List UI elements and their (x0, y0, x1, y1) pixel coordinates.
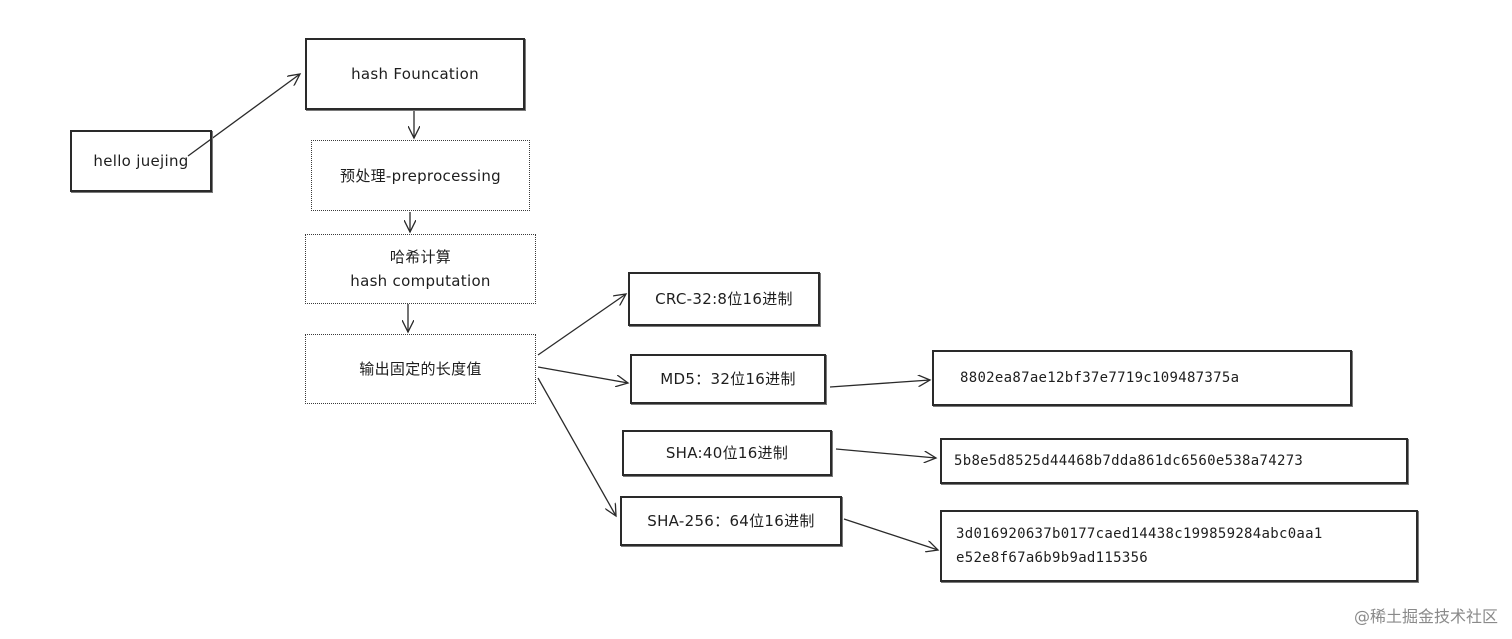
input-node: hello juejing (70, 130, 212, 192)
sha256-value-node: 3d016920637b0177caed14438c199859284abc0a… (940, 510, 1418, 582)
sha256-value-line1: 3d016920637b0177caed14438c199859284abc0a… (956, 526, 1323, 542)
arrow-output-to-sha256 (537, 377, 616, 516)
sha256-node: SHA-256：64位16进制 (620, 496, 842, 546)
sha256-value-line2: e52e8f67a6b9b9ad115356 (956, 550, 1149, 566)
md5-value: 8802ea87ae12bf37e7719c109487375a (960, 370, 1240, 386)
hash-function-label: hash Founcation (351, 65, 479, 83)
arrow-sha-to-value (835, 448, 936, 458)
md5-node: MD5：32位16进制 (630, 354, 826, 404)
md5-label: MD5：32位16进制 (660, 370, 796, 388)
md5-value-node: 8802ea87ae12bf37e7719c109487375a (932, 350, 1352, 406)
hash-computation-node: 哈希计算 hash computation (305, 234, 536, 304)
crc32-label: CRC-32:8位16进制 (655, 290, 793, 308)
hash-computation-label-en: hash computation (350, 272, 491, 290)
hash-computation-label-zh: 哈希计算 (389, 248, 452, 266)
sha-node: SHA:40位16进制 (622, 430, 832, 476)
sha256-label: SHA-256：64位16进制 (647, 512, 815, 530)
preprocessing-node: 预处理-preprocessing (311, 140, 530, 211)
preprocessing-label: 预处理-preprocessing (340, 166, 501, 185)
arrow-output-to-crc32 (537, 294, 626, 356)
sha-value-node: 5b8e5d8525d44468b7dda861dc6560e538a74273 (940, 438, 1408, 484)
arrow-md5-to-value (829, 380, 930, 388)
sha-value: 5b8e5d8525d44468b7dda861dc6560e538a74273 (954, 453, 1304, 469)
output-node: 输出固定的长度值 (305, 334, 536, 404)
arrow-output-to-md5 (537, 366, 628, 383)
crc32-node: CRC-32:8位16进制 (628, 272, 820, 326)
arrow-sha256-to-value (843, 518, 938, 550)
output-label: 输出固定的长度值 (359, 360, 482, 378)
sha-label: SHA:40位16进制 (665, 444, 789, 462)
watermark: @稀土掘金技术社区 (1353, 607, 1498, 626)
input-label: hello juejing (93, 152, 189, 170)
hash-function-node: hash Founcation (305, 38, 525, 110)
